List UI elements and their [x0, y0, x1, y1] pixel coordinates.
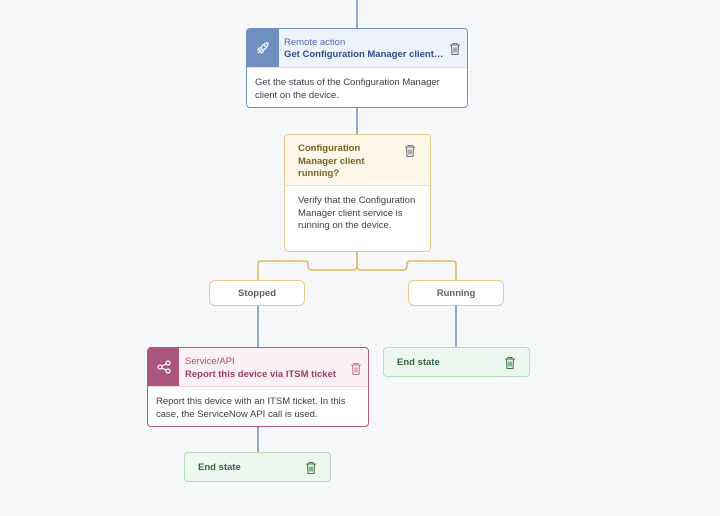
branch-running[interactable]: Running [408, 280, 504, 306]
service-api-node[interactable]: Service/API Report this device via ITSM … [147, 347, 369, 427]
end-state-running[interactable]: End state [383, 347, 530, 377]
condition-header: Configuration Manager client running? [285, 135, 430, 186]
remote-action-node[interactable]: Remote action Get Configuration Manager … [246, 28, 468, 108]
service-api-title: Report this device via ITSM ticket [185, 369, 336, 380]
condition-title: Configuration Manager client running? [298, 143, 365, 179]
remote-action-header: Remote action Get Configuration Manager … [247, 29, 467, 68]
connector-condition-split-right [356, 252, 457, 280]
condition-node[interactable]: Configuration Manager client running? Ve… [284, 134, 431, 252]
trash-icon[interactable] [404, 144, 416, 158]
trash-icon[interactable] [504, 356, 516, 370]
trash-icon[interactable] [449, 42, 461, 56]
connector-condition-split [257, 252, 358, 280]
end-state-label: End state [198, 462, 241, 473]
remote-action-type: Remote action [284, 37, 346, 48]
rocket-icon [247, 29, 279, 67]
service-api-description: Report this device with an ITSM ticket. … [156, 396, 346, 420]
end-state-stopped[interactable]: End state [184, 452, 331, 482]
remote-action-description: Get the status of the Configuration Mana… [255, 77, 440, 101]
service-api-header: Service/API Report this device via ITSM … [148, 348, 368, 387]
trash-icon[interactable] [305, 461, 317, 475]
branch-stopped[interactable]: Stopped [209, 280, 305, 306]
share-icon [148, 348, 179, 386]
trash-icon[interactable] [350, 362, 362, 376]
service-api-type: Service/API [185, 356, 235, 367]
remote-action-title: Get Configuration Manager client status [284, 49, 444, 60]
condition-description: Verify that the Configuration Manager cl… [298, 195, 416, 231]
end-state-label: End state [397, 357, 440, 368]
